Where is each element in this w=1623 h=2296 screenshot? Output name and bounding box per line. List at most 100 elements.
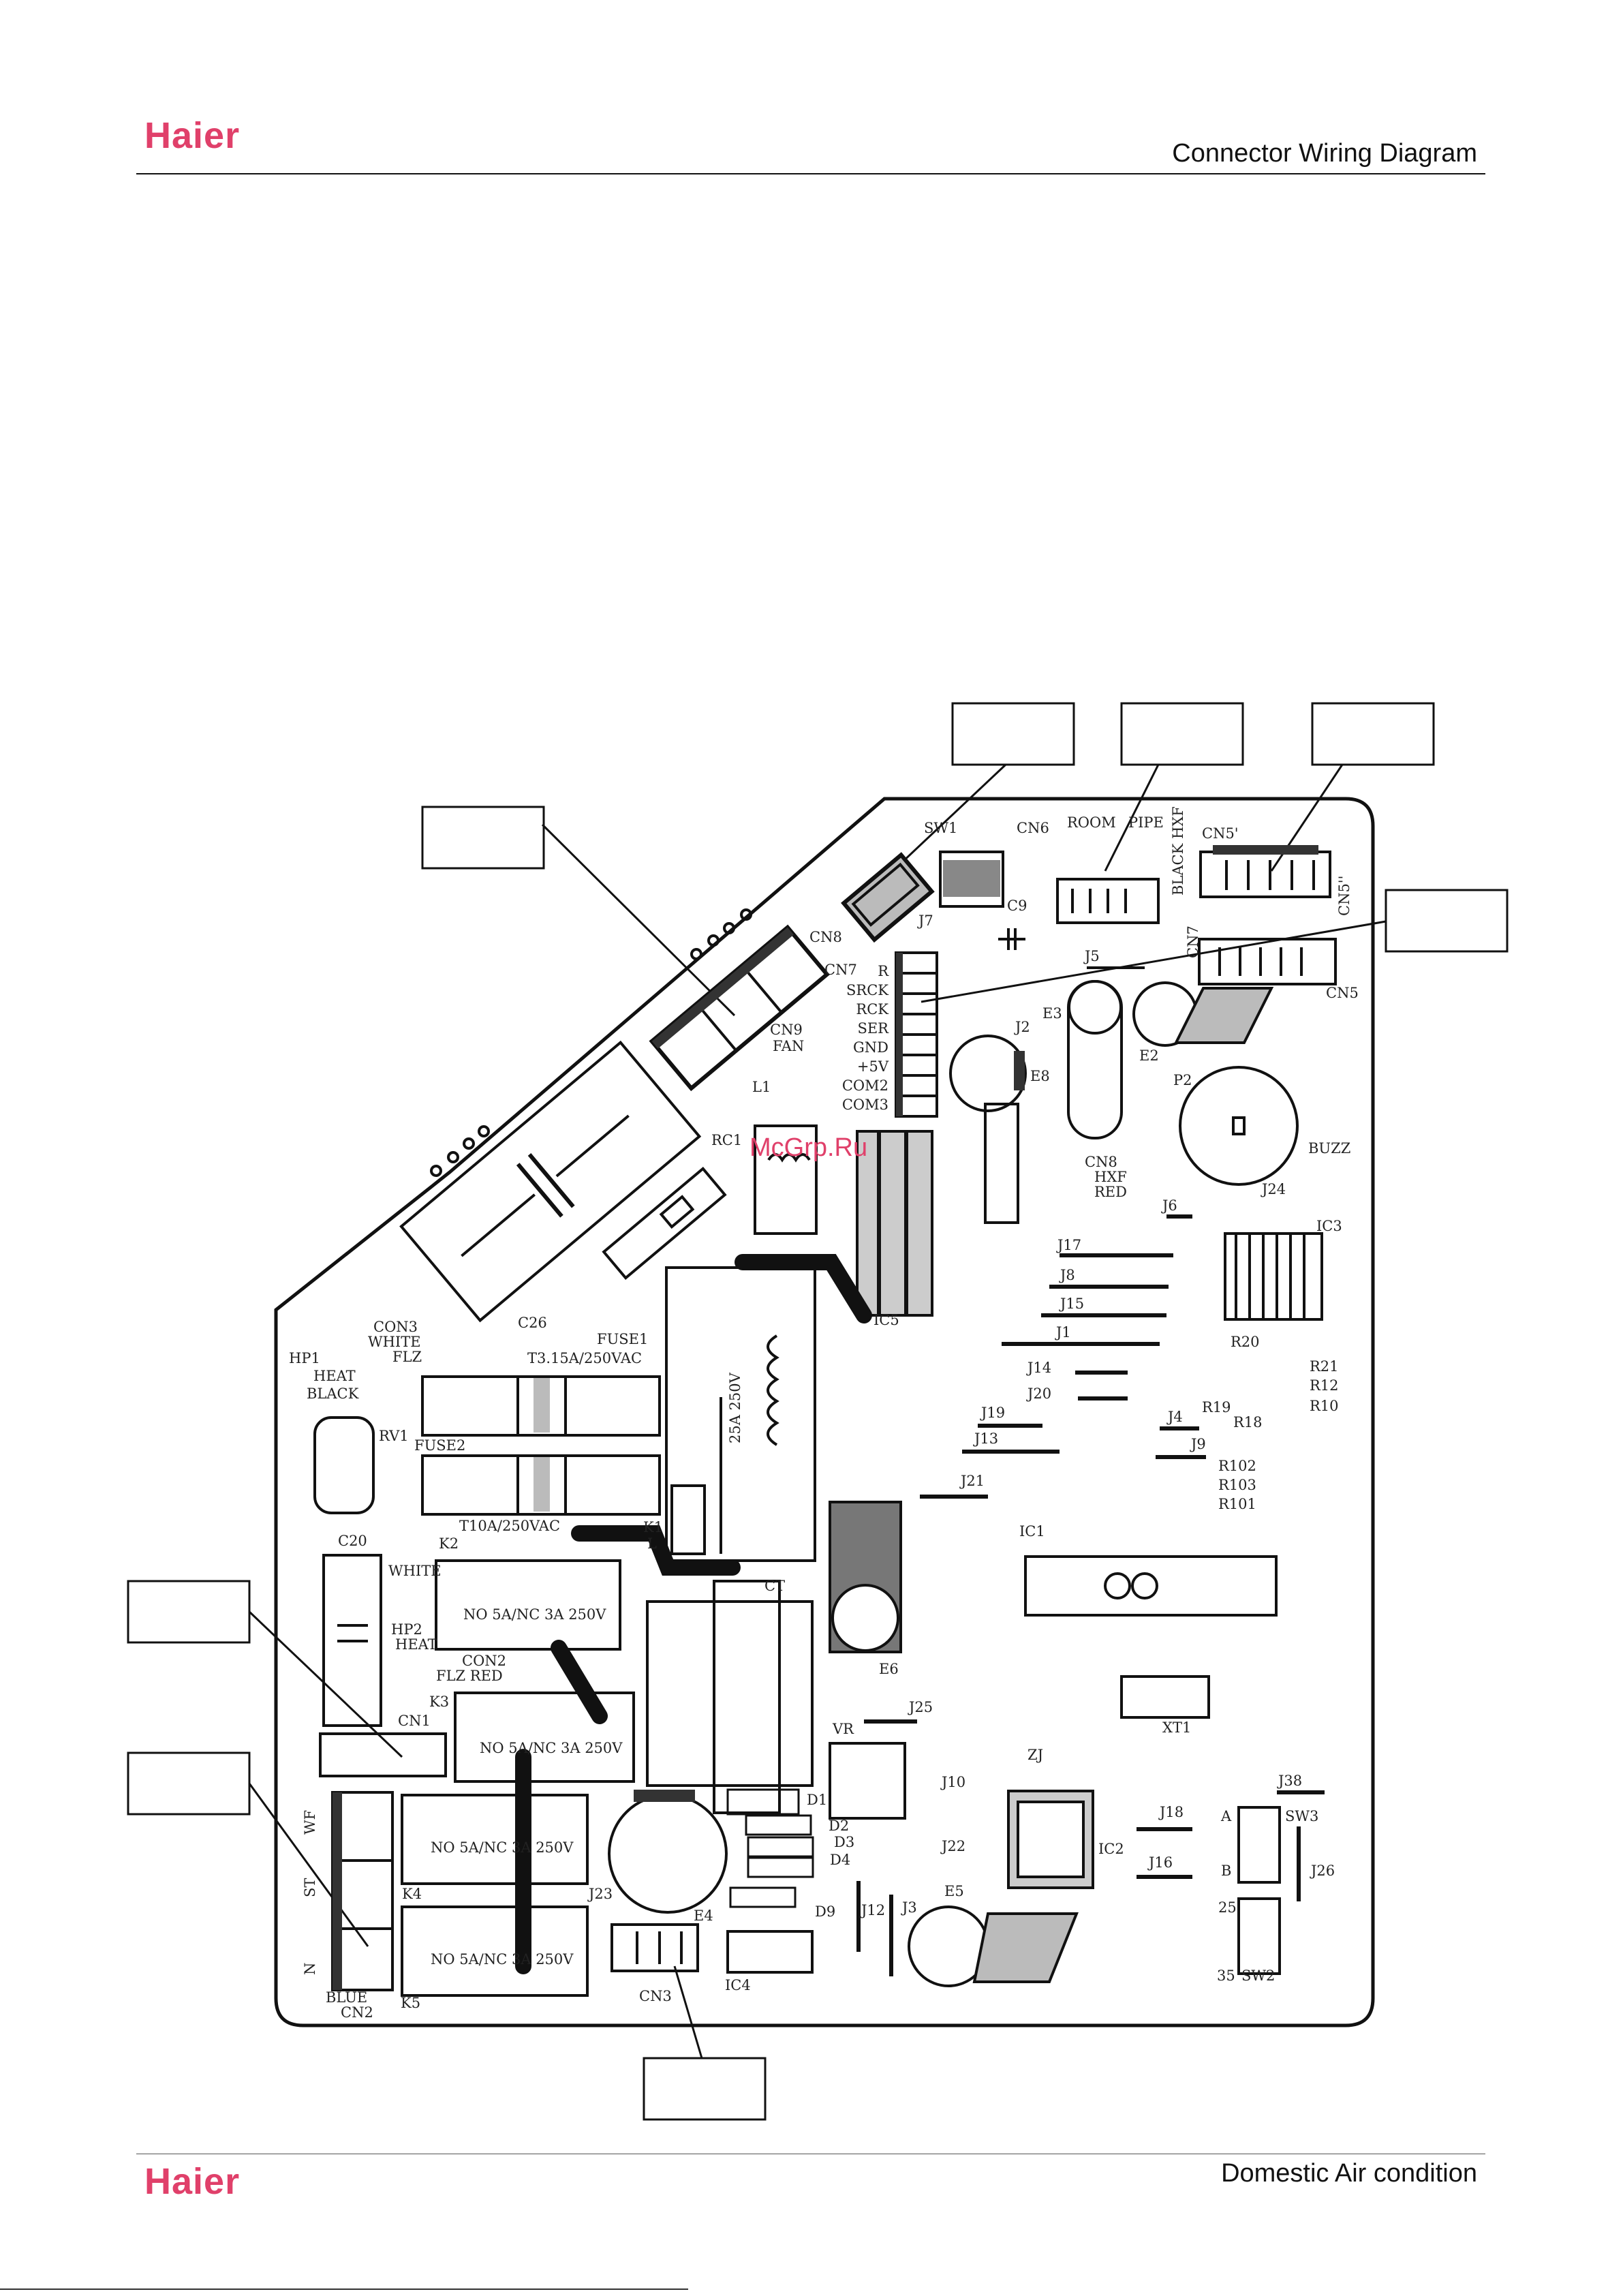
label-n25: 25 bbox=[1218, 1899, 1237, 1916]
label-k5: K5 bbox=[401, 1995, 420, 2011]
label-cn7: CN7 bbox=[824, 962, 857, 978]
leader-line bbox=[673, 1965, 703, 2059]
k3-relay bbox=[454, 1692, 635, 1783]
label-ct: CT bbox=[764, 1578, 785, 1594]
label-j9: J9 bbox=[1190, 1436, 1206, 1452]
label-pin-ser: SER bbox=[857, 1020, 889, 1037]
c20-capacitor bbox=[322, 1554, 382, 1727]
label-rc1: RC1 bbox=[711, 1132, 742, 1148]
e4-capacitor bbox=[608, 1794, 728, 1914]
mount-hole bbox=[447, 1151, 459, 1163]
label-pipe: PIPE bbox=[1128, 814, 1164, 831]
label-fuse2: FUSE2 bbox=[414, 1437, 465, 1454]
label-k4: K4 bbox=[402, 1886, 422, 1902]
label-pin-r: R bbox=[878, 963, 889, 979]
cn5-connector bbox=[1198, 938, 1337, 985]
header-rule bbox=[136, 173, 1485, 174]
label-room: ROOM bbox=[1067, 814, 1116, 831]
label-fuse1: FUSE1 bbox=[597, 1331, 648, 1347]
leader-line bbox=[1270, 764, 1344, 872]
label-p2: P2 bbox=[1173, 1072, 1192, 1088]
rc1-component bbox=[602, 1166, 727, 1281]
page-edge-line bbox=[0, 2289, 688, 2290]
label-j3: J3 bbox=[901, 1899, 917, 1916]
label-j16: J16 bbox=[1147, 1854, 1173, 1871]
label-r101: R101 bbox=[1218, 1496, 1256, 1512]
label-k1: K1 bbox=[643, 1519, 663, 1535]
fuse2 bbox=[421, 1454, 661, 1516]
label-e5: E5 bbox=[944, 1883, 964, 1899]
label-hp1: HP1 bbox=[289, 1350, 320, 1366]
k2-relay bbox=[435, 1559, 621, 1651]
label-r10: R10 bbox=[1310, 1398, 1339, 1414]
label-cn2: CN2 bbox=[341, 2004, 373, 2021]
label-fuse1-rating: T3.15A/250VAC bbox=[527, 1350, 642, 1366]
leader-line bbox=[248, 1783, 369, 1947]
mount-hole bbox=[723, 922, 735, 934]
rv1-varistor bbox=[313, 1416, 375, 1514]
label-r21: R21 bbox=[1310, 1358, 1339, 1375]
haier-logo-footer: Haier bbox=[144, 2161, 241, 2202]
l1-inductor bbox=[754, 1124, 818, 1235]
label-pin-5v: +5V bbox=[857, 1058, 889, 1075]
label-relay-big: 25A 250V bbox=[727, 1372, 743, 1443]
heavy-trace bbox=[551, 1640, 608, 1724]
label-cn5: CN5 bbox=[1326, 985, 1359, 1001]
label-k4-rating: NO 5A/NC 3A 250V bbox=[431, 1839, 574, 1856]
sw3-switch bbox=[1237, 1806, 1281, 1884]
c26-capacitor bbox=[399, 1040, 702, 1323]
ic3-heatsink bbox=[1224, 1232, 1323, 1321]
cn8-connector bbox=[841, 852, 935, 943]
label-j4: J4 bbox=[1166, 1409, 1183, 1425]
label-cn5pp: CN5'' bbox=[1336, 876, 1352, 916]
label-r12: R12 bbox=[1310, 1377, 1339, 1394]
label-hp2: HP2 bbox=[391, 1621, 422, 1638]
label-e3: E3 bbox=[1042, 1005, 1062, 1022]
haier-logo-header: Haier bbox=[144, 115, 241, 156]
label-j15: J15 bbox=[1059, 1296, 1084, 1312]
cn5p-connector bbox=[1199, 851, 1331, 898]
label-cn5p: CN5' bbox=[1202, 825, 1239, 842]
label-e6: E6 bbox=[879, 1661, 899, 1677]
label-fuse2-rating: T10A/250VAC bbox=[459, 1518, 560, 1534]
label-j12: J12 bbox=[860, 1902, 885, 1918]
leader-line bbox=[541, 823, 736, 1017]
label-st: ST bbox=[302, 1878, 318, 1897]
label-cn9: CN9 bbox=[770, 1022, 803, 1038]
label-k2-rating: NO 5A/NC 3A 250V bbox=[463, 1606, 606, 1623]
label-d3: D3 bbox=[834, 1834, 854, 1850]
label-ic3: IC3 bbox=[1316, 1218, 1342, 1234]
callout-box-cn3 bbox=[643, 2057, 767, 2121]
label-r102: R102 bbox=[1218, 1458, 1256, 1474]
callout-box-cn6 bbox=[1120, 702, 1244, 766]
sw1-switch bbox=[939, 851, 1004, 908]
label-e4: E4 bbox=[694, 1908, 713, 1924]
callout-box-cn9 bbox=[421, 806, 545, 870]
label-cn7b: CN7 bbox=[1185, 925, 1201, 958]
label-j2: J2 bbox=[1014, 1019, 1030, 1035]
label-e8: E8 bbox=[1030, 1068, 1050, 1084]
callout-box-cn2 bbox=[127, 1751, 251, 1816]
label-j18: J18 bbox=[1158, 1804, 1184, 1820]
heavy-trace bbox=[735, 1254, 872, 1323]
k5-relay bbox=[401, 1905, 589, 1997]
label-flz-red: FLZ RED bbox=[436, 1668, 503, 1684]
cn9-connector bbox=[649, 924, 830, 1092]
label-j25: J25 bbox=[908, 1699, 933, 1715]
label-n35: 35 bbox=[1217, 1968, 1235, 1984]
label-j10: J10 bbox=[940, 1774, 965, 1790]
mount-hole bbox=[707, 934, 720, 947]
buzzer bbox=[1179, 1066, 1299, 1186]
label-c9: C9 bbox=[1007, 898, 1027, 914]
label-k3: K3 bbox=[429, 1694, 449, 1710]
label-cn6: CN6 bbox=[1017, 820, 1049, 836]
label-red: RED bbox=[1094, 1184, 1127, 1200]
label-pin-com3: COM3 bbox=[842, 1097, 888, 1113]
label-sw1: SW1 bbox=[924, 820, 957, 836]
label-con2: CON2 bbox=[462, 1653, 506, 1669]
label-d1: D1 bbox=[807, 1792, 827, 1808]
label-j24: J24 bbox=[1261, 1181, 1286, 1197]
fuse1 bbox=[421, 1375, 661, 1437]
mount-hole bbox=[478, 1125, 490, 1137]
watermark: McGrp.Ru bbox=[749, 1133, 867, 1162]
